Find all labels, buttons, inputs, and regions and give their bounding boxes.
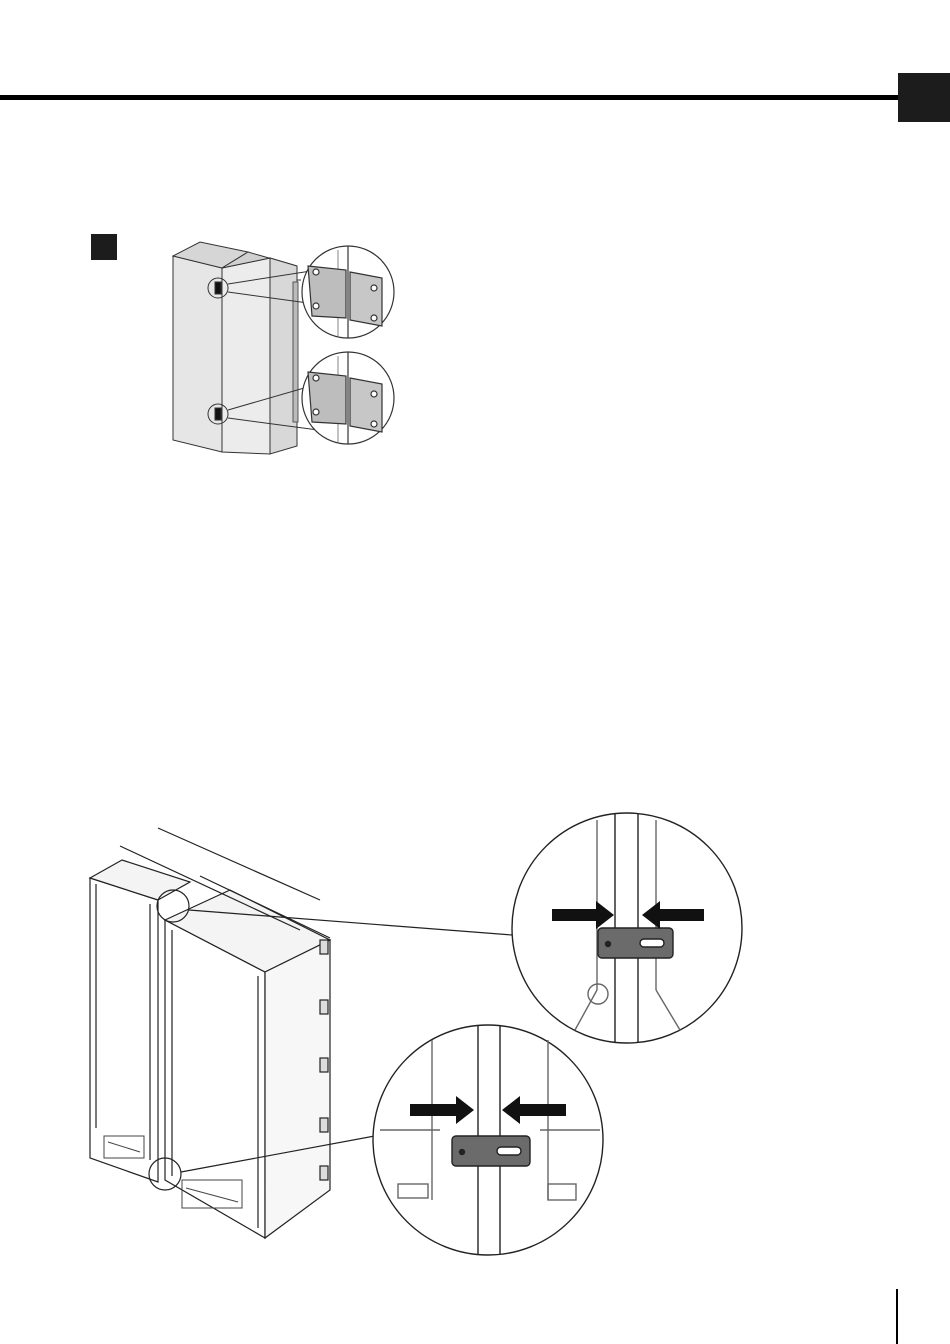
gap-detail-bottom [373, 1025, 603, 1255]
gap-detail-top [512, 813, 742, 1043]
